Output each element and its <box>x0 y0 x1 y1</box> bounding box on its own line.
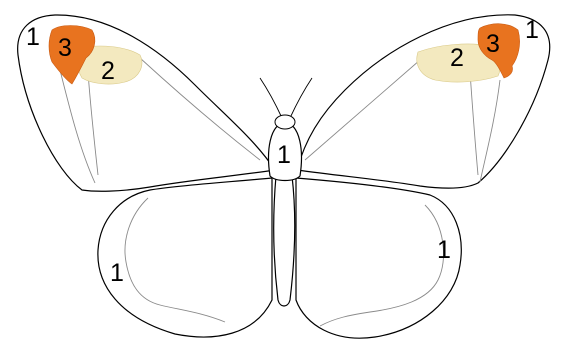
label-right-forewing-edge: 1 <box>525 16 539 44</box>
left-antenna <box>260 78 282 118</box>
head <box>275 115 295 129</box>
label-left-hindwing: 1 <box>110 259 124 287</box>
label-left-cream: 2 <box>101 57 115 85</box>
label-thorax: 1 <box>277 141 291 169</box>
label-right-cream: 2 <box>450 44 464 72</box>
left-hindwing <box>98 178 272 337</box>
label-right-hindwing: 1 <box>437 236 451 264</box>
label-left-forewing-edge: 1 <box>26 23 40 51</box>
abdomen <box>274 176 295 306</box>
label-left-orange: 3 <box>58 34 72 62</box>
label-right-orange: 3 <box>486 30 500 58</box>
right-antenna <box>290 78 312 118</box>
